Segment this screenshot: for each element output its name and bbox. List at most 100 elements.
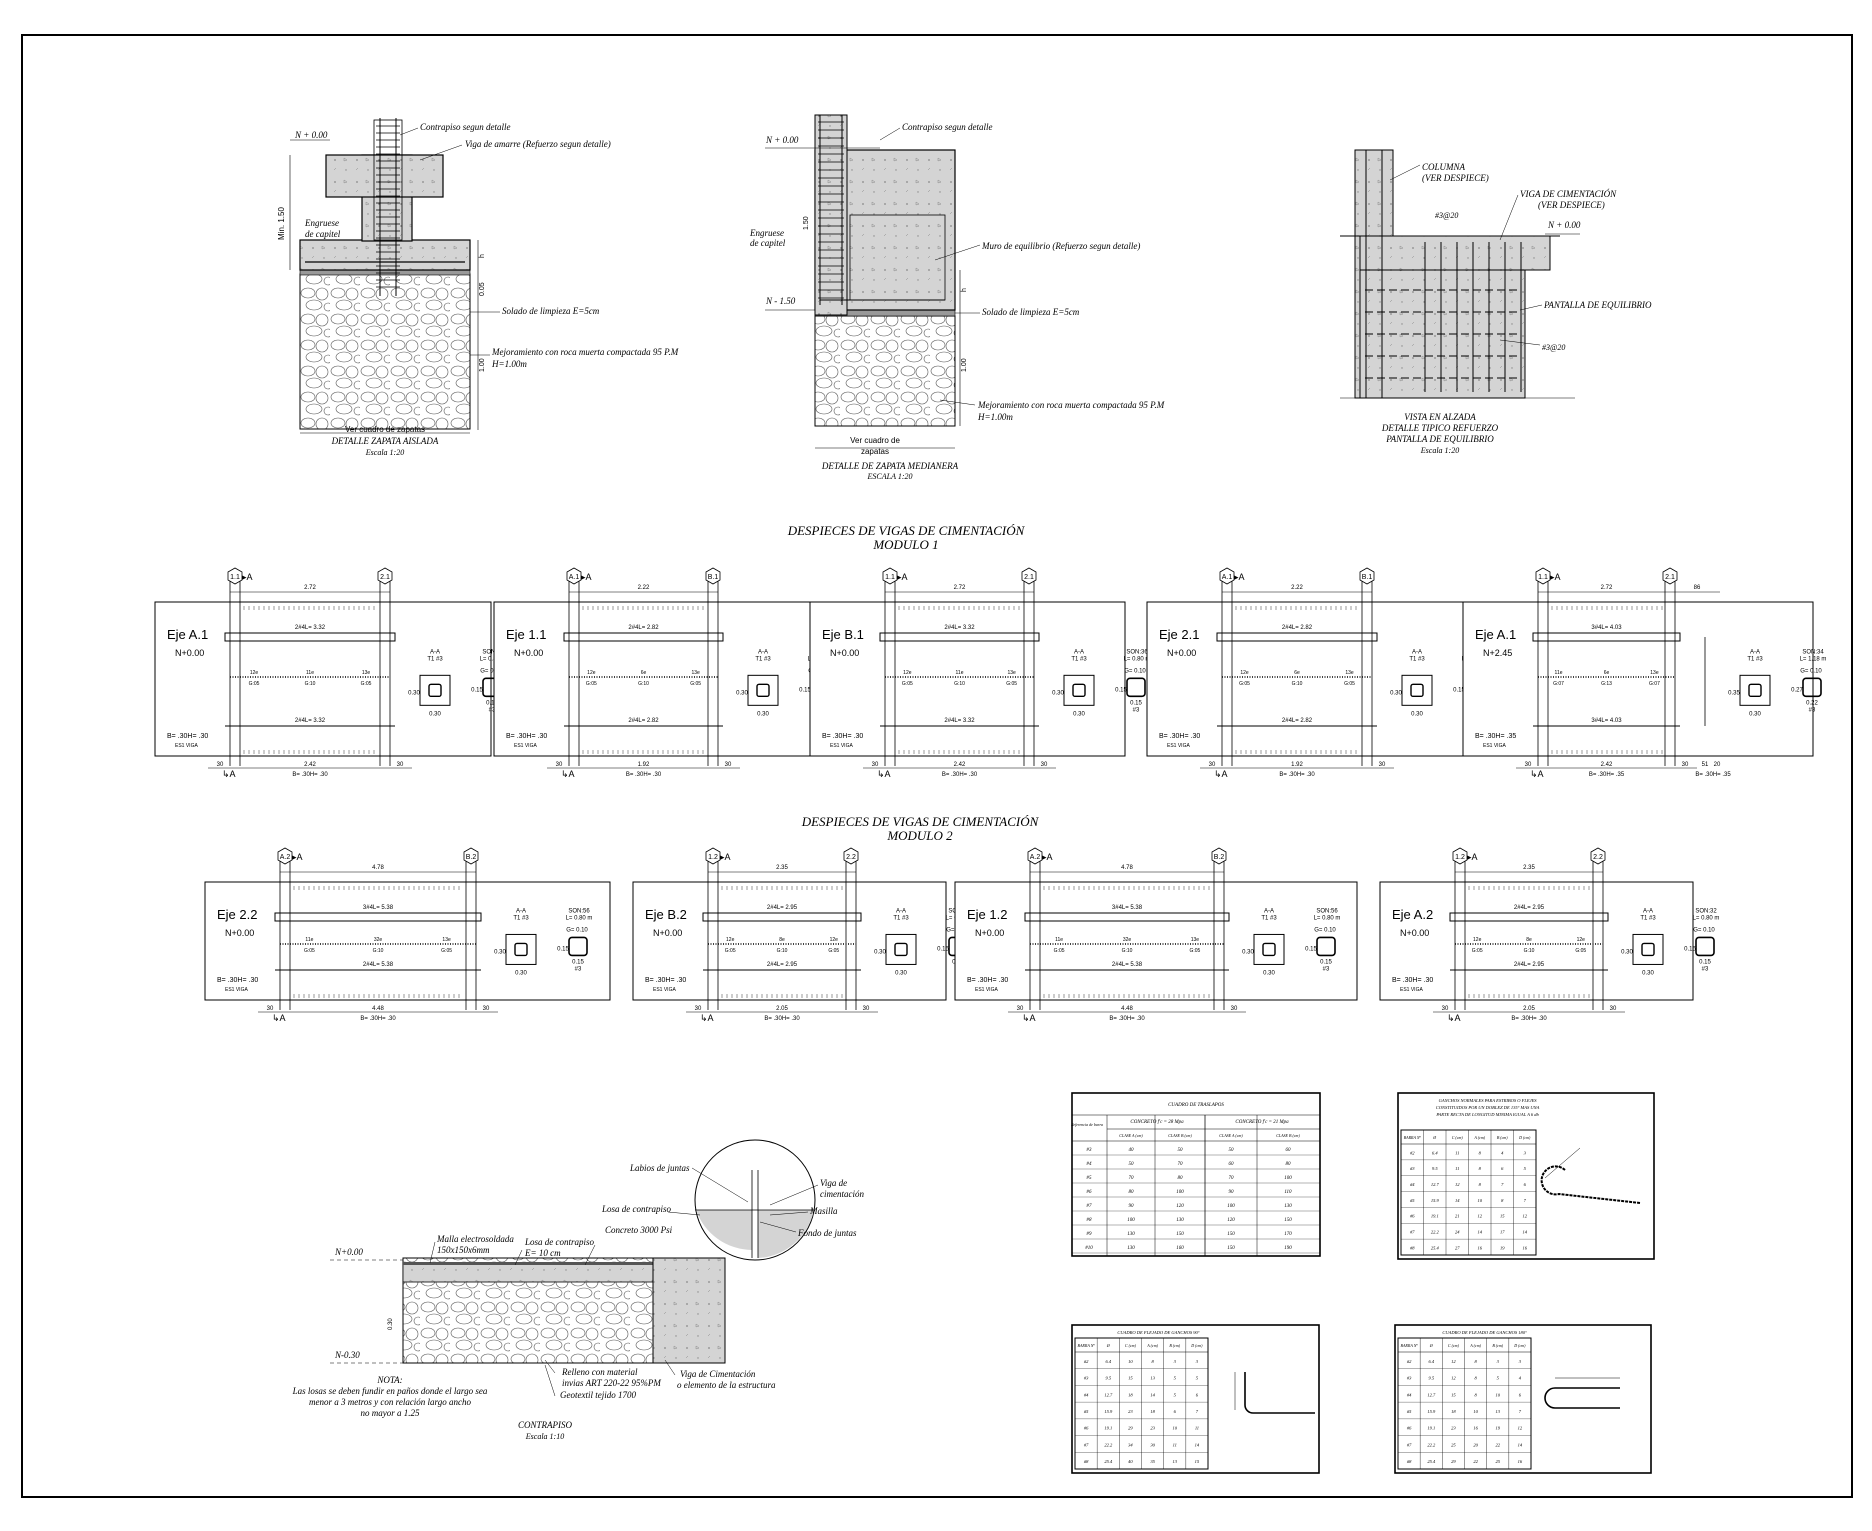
table-header: D (cm) [1513,1343,1526,1348]
table-header: BARRA Nº [1078,1343,1096,1348]
section-arrow: ↳A [1530,769,1544,779]
bar-bot-label: 3#4L= 4.03 [1591,718,1622,724]
table-cell: #4 [1410,1182,1415,1187]
cp-viga-est-2: o elemento de la estructura [677,1380,776,1390]
bar-bot-label: 2#4L= 3.32 [944,718,975,724]
zm-level-top: N + 0.00 [765,135,799,145]
cp-malla-1: Malla electrosoldada [436,1234,514,1244]
za-ver-cuadro: Ver cuadro de zapatas [345,425,425,434]
table-cell: 100 [1227,1204,1235,1209]
dim-inner: 2.05 [1523,1006,1535,1012]
table-cell: 22 [1473,1459,1478,1464]
stirrup-spacing: G:05 [361,681,372,687]
table-cell: 6.4 [1432,1150,1438,1155]
pa-title-2: DETALLE TIPICO REFUERZO [1381,423,1499,433]
table-cell: 4 [1501,1150,1504,1155]
zm-scale: ESCALA 1:20 [867,472,913,481]
section-bar: T1 #3 [1640,915,1656,921]
zm-mejoramiento-1: Mejoramiento con roca muerta compactada … [977,400,1165,410]
col-class: CLASE A (cm) [1119,1133,1143,1138]
stirrup-spacing: G:10 [954,681,965,687]
table-cell: #5 [1410,1198,1415,1203]
table-cell: 30 [1150,1442,1155,1447]
axis-bubble [1027,847,1043,865]
stirrup-width: 0.15 [1130,700,1142,706]
table-cell: 25.4 [1427,1459,1436,1464]
section-arrow: ↳A [561,769,575,779]
section-arrow: ↳A [700,1013,714,1023]
hook-180 [1544,1387,1620,1409]
cp-nota-title: NOTA: [376,1375,402,1385]
dim-right: 30 [1610,1006,1617,1012]
section-bar: T1 #3 [427,656,443,662]
stirrup-count: 13e [691,670,700,676]
dim-left: 30 [872,762,879,768]
table-cell: 100 [1284,1176,1292,1181]
stirrup-spacing: G:05 [725,948,736,954]
beam-eje: Eje A.1 [1475,627,1516,642]
dim-b: B= .30H= .30 [1109,1016,1145,1022]
axis-bubble [1590,847,1606,865]
table-cell: 8 [1474,1376,1477,1381]
beam-nivel: N+0.00 [653,928,682,938]
table-header: BARRA Nº [1401,1343,1419,1348]
stirrup-shape [568,936,588,957]
table-cell: #3 [1084,1376,1089,1381]
beam-es: ES1 VIGA [175,743,198,749]
hook-90 [1244,1372,1315,1414]
stirrup-height: 0.15 [557,946,569,952]
stirrup-spacing: G:05 [1189,948,1200,954]
beam-span: 4.78 [1121,865,1133,871]
table-cell: 15 [1500,1214,1505,1219]
section-stirrup [894,942,908,957]
stirrup-bar: #3 [1809,707,1816,713]
stirrup-height: 0.15 [799,687,811,693]
dim-inner: 4.48 [372,1006,384,1012]
table-cell: #8 [1407,1459,1412,1464]
stirrup-g: G= 0.10 [480,668,502,674]
beam-frame [204,881,611,1001]
beam-eje: Eje 1.2 [967,907,1007,922]
table-cell: 11 [1455,1166,1459,1171]
section-stirrup [1748,683,1762,698]
stirrup-spacing: G:07 [1649,681,1660,687]
beam-nivel: N+0.00 [225,928,254,938]
table-cell: 25 [1496,1459,1501,1464]
table-cell: 80 [1286,1162,1292,1167]
section-arrow: ↳A [877,769,891,779]
section-bar: T1 #3 [513,915,529,921]
table-cell: 7 [1519,1409,1522,1414]
dim-right: 30 [397,762,404,768]
table-cell: #2 [1084,1359,1089,1364]
bar-top-label: 2#4L= 3.32 [944,625,975,631]
table-cell: 5 [1174,1392,1177,1397]
table-cell: 29 [1451,1459,1456,1464]
beam-span: 2.22 [1291,585,1303,591]
table-cell: #7 [1087,1204,1093,1209]
table-cell: 130 [1284,1204,1292,1209]
za-engruese-1: Engruese [304,218,339,228]
beam-es: ES1 VIGA [225,987,248,993]
stirrup-height: 0.15 [937,946,949,952]
top-bar [702,912,862,922]
axis-bubble [1359,567,1375,585]
beam-span: 2.72 [1601,585,1613,591]
table-cell: 8 [1474,1392,1477,1397]
table-cell: 23 [1128,1409,1133,1414]
beam-nivel: N+0.00 [975,928,1004,938]
table-cell: 10 [1496,1392,1501,1397]
stirrup-spacing: G:05 [586,681,597,687]
beam-span: 2.22 [638,585,650,591]
axis-label: 2.2 [846,854,856,861]
top-bar [274,912,482,922]
stirrup-spacing: G:05 [304,948,315,954]
table-cell: 5 [1174,1376,1177,1381]
bar-top-label: 2#4L= 2.82 [1282,625,1313,631]
stirrup-bar: #3 [1323,966,1330,972]
stirrup-spacing: G:05 [1006,681,1017,687]
table-header: Ø [1429,1343,1434,1348]
dim-right: 30 [483,1006,490,1012]
table-cell: 60 [1286,1148,1292,1153]
section-arrow: ↳A [1214,769,1228,779]
